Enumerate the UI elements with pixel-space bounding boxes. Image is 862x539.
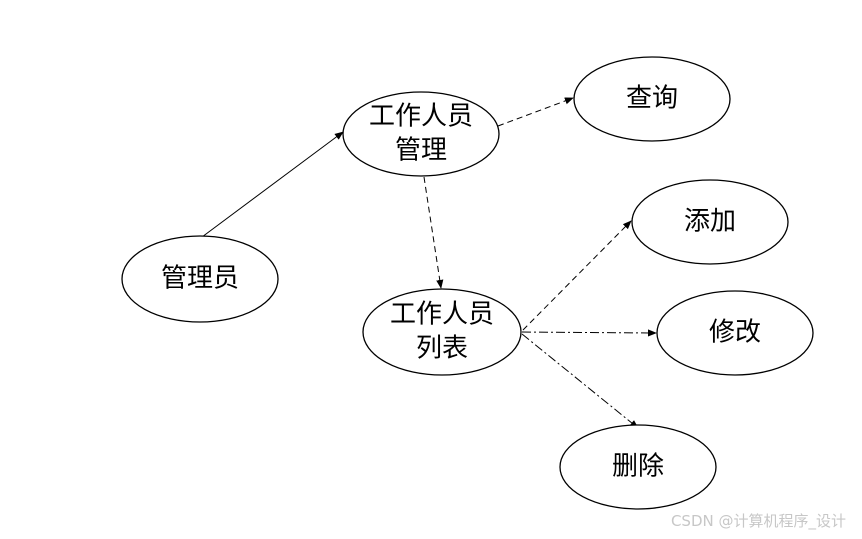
node-admin-label-1: 管理员	[161, 264, 239, 294]
edge-staff-management-to-query	[497, 97, 574, 127]
node-staff-list-label-1: 工作人员	[390, 300, 494, 330]
node-delete-label-1: 删除	[612, 452, 664, 482]
watermark: CSDN @计算机程序_设计	[670, 512, 846, 530]
node-admin-ellipse	[121, 235, 279, 323]
node-staff-list-ellipse	[362, 288, 522, 376]
node-modify-label-1: 修改	[709, 318, 761, 348]
node-delete-ellipse	[559, 424, 717, 510]
node-delete: 删除	[559, 424, 717, 510]
edge-staff-list-to-delete	[521, 333, 639, 429]
edge-admin-to-staff-management	[201, 131, 344, 238]
node-modify: 修改	[656, 290, 814, 376]
node-staff-list-label-2: 列表	[416, 334, 468, 364]
edge-staff-list-to-add	[522, 220, 632, 331]
node-staff-management-label-2: 管理	[395, 136, 447, 166]
node-query: 查询	[573, 56, 731, 142]
node-admin: 管理员	[121, 235, 279, 323]
node-add-label-1: 添加	[684, 207, 736, 237]
node-query-label-1: 查询	[626, 84, 678, 114]
node-query-ellipse	[573, 56, 731, 142]
edges	[201, 97, 657, 429]
node-add: 添加	[631, 179, 789, 265]
node-staff-management-label-1: 工作人员	[369, 102, 473, 132]
node-add-ellipse	[631, 179, 789, 265]
edge-staff-management-to-staff-list	[423, 176, 444, 289]
node-staff-management-ellipse	[342, 91, 500, 177]
node-modify-ellipse	[656, 290, 814, 376]
edge-staff-list-to-modify	[521, 329, 657, 337]
